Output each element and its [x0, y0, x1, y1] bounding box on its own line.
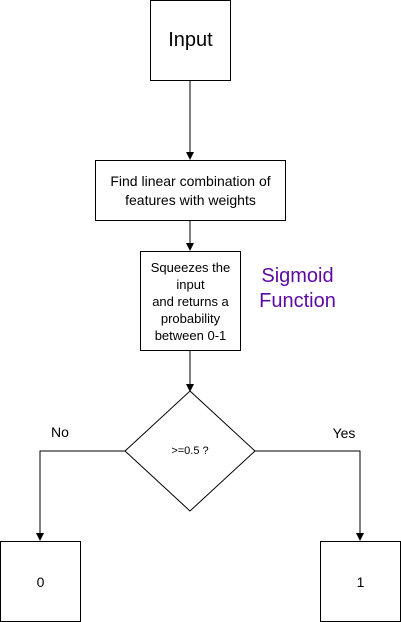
branch-no-label: No: [51, 424, 69, 440]
linear-combination-node: Find linear combination of features with…: [95, 160, 286, 221]
branch-yes-label: Yes: [332, 425, 356, 441]
squeeze-node: Squeezes the input and returns a probabi…: [140, 251, 241, 351]
output-one-node: 1: [320, 541, 401, 622]
output-zero-node: 0: [0, 541, 81, 622]
squeeze-label: Squeezes the input and returns a probabi…: [150, 259, 231, 343]
sigmoid-annotation: Sigmoid Function: [259, 265, 336, 312]
linear-combination-label: Find linear combination of features with…: [110, 172, 271, 208]
edge-decision-yes: [255, 450, 364, 541]
input-node: Input: [150, 0, 231, 81]
decision-diamond: [124, 390, 256, 512]
output-one-label: 1: [356, 573, 365, 590]
input-label: Input: [168, 29, 213, 51]
edge-decision-no: [36, 450, 125, 541]
decision-label: >=0.5 ?: [171, 445, 209, 457]
output-zero-label: 0: [36, 573, 45, 590]
